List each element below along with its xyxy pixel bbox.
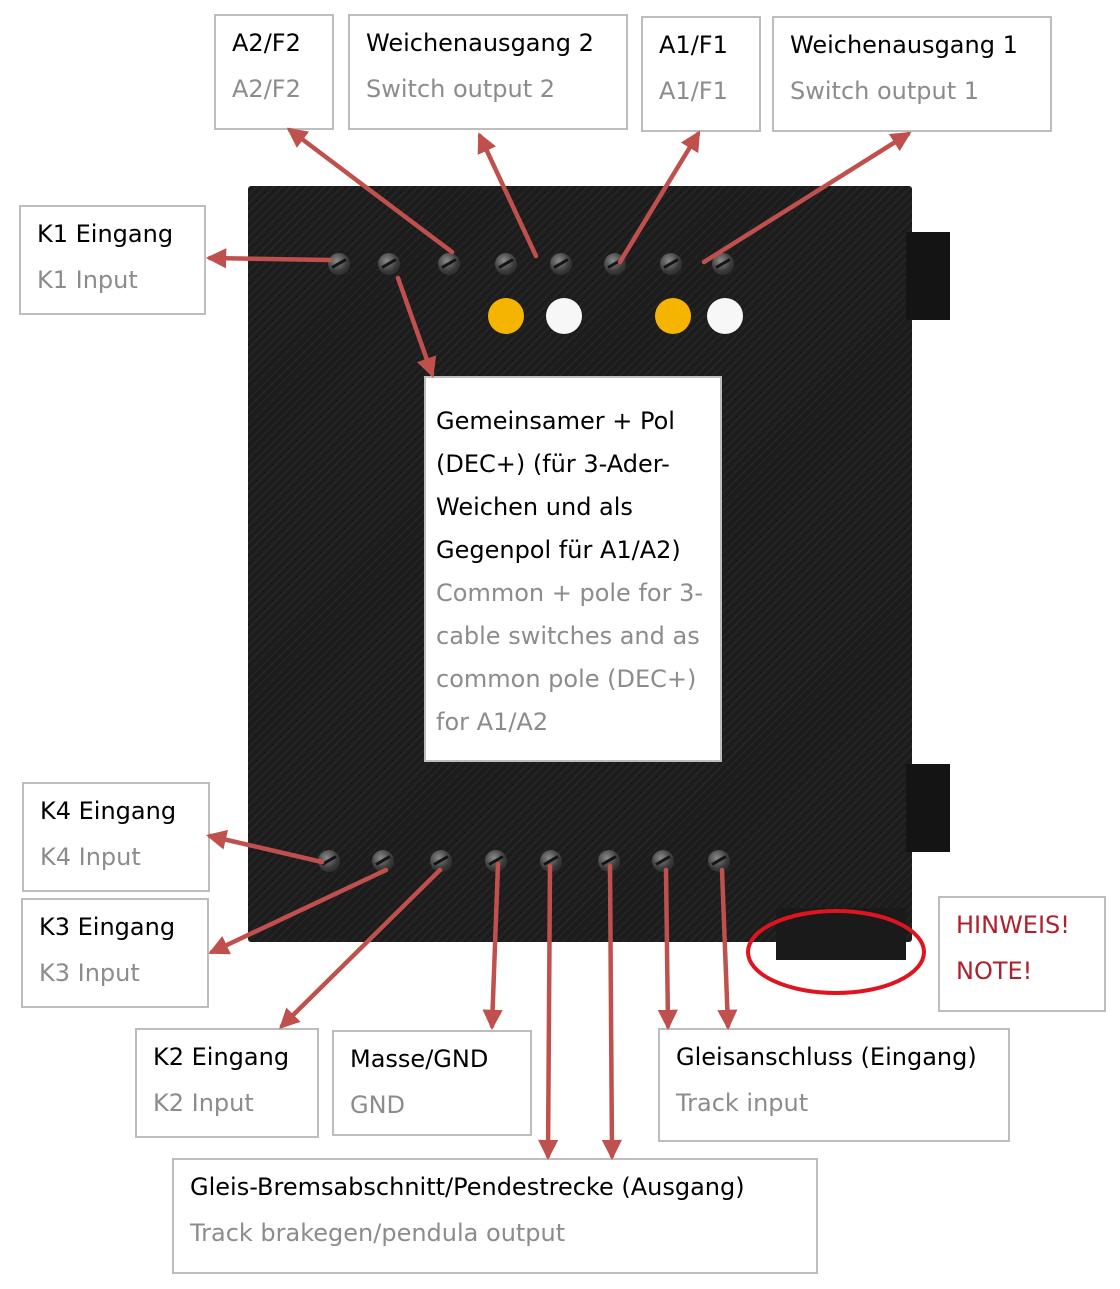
- label-gnd: Masse/GND GND: [332, 1030, 532, 1136]
- led-white: [707, 298, 743, 334]
- arrow-gnd: [482, 861, 503, 1031]
- arrow-k1: [205, 248, 333, 269]
- label-k4: K4 Eingang K4 Input: [22, 782, 210, 892]
- terminal-screw: [485, 850, 507, 872]
- label-k2: K2 Eingang K2 Input: [135, 1028, 319, 1138]
- arrow-track-in-2: [717, 867, 738, 1031]
- label-de: K3 Eingang: [39, 913, 176, 941]
- arrow-switch1: [701, 131, 912, 265]
- board-mount-tab-top: [906, 232, 950, 320]
- label-de: K4 Eingang: [40, 797, 177, 825]
- arrow-common: [395, 275, 437, 378]
- terminal-screw: [712, 253, 734, 275]
- label-de: Gleis-Bremsabschnitt/Pendestrecke (Ausga…: [190, 1173, 745, 1201]
- board-mount-tab-bottom: [906, 764, 950, 852]
- terminal-screw: [598, 850, 620, 872]
- label-en: Switch output 2: [366, 75, 556, 103]
- label-k3: K3 Eingang K3 Input: [21, 898, 209, 1008]
- label-en: Track brakegen/pendula output: [190, 1219, 566, 1247]
- label-common-pole: Gemeinsamer + Pol (DEC+) (für 3-Ader- We…: [424, 376, 722, 762]
- label-en: A2/F2: [232, 75, 301, 103]
- label-a2f2: A2/F2 A2/F2: [214, 14, 334, 130]
- arrow-a2f2: [286, 127, 455, 255]
- terminal-screw: [438, 253, 460, 275]
- led-yellow: [655, 298, 691, 334]
- label-de: A1/F1: [659, 31, 728, 59]
- arrow-a1f1: [617, 130, 701, 265]
- terminal-screw: [372, 850, 394, 872]
- label-en: K4 Input: [40, 843, 141, 871]
- label-en: K3 Input: [39, 959, 140, 987]
- label-note: HINWEIS! NOTE!: [938, 896, 1106, 1012]
- label-en: Switch output 1: [790, 77, 980, 105]
- label-de: K2 Eingang: [153, 1043, 290, 1071]
- terminal-screw: [550, 253, 572, 275]
- terminal-screw: [708, 850, 730, 872]
- arrow-switch2: [477, 132, 539, 259]
- label-en: Track input: [676, 1089, 809, 1117]
- arrow-track-out-2: [601, 863, 623, 1161]
- label-de: Gleisanschluss (Eingang): [676, 1043, 977, 1071]
- label-en: K1 Input: [37, 266, 138, 294]
- terminal-screw: [430, 850, 452, 872]
- terminal-screw: [318, 850, 340, 872]
- terminal-screw: [660, 253, 682, 275]
- label-de: Weichenausgang 2: [366, 29, 594, 57]
- led-white: [546, 298, 582, 334]
- label-track-output: Gleis-Bremsabschnitt/Pendestrecke (Ausga…: [172, 1158, 818, 1274]
- arrow-track-out-1: [537, 863, 559, 1161]
- label-de: Masse/GND: [350, 1045, 489, 1073]
- terminal-screw: [328, 253, 350, 275]
- label-switch-output-2: Weichenausgang 2 Switch output 2: [348, 14, 628, 130]
- terminal-screw: [652, 850, 674, 872]
- label-a1f1: A1/F1 A1/F1: [641, 16, 761, 132]
- note-highlight-circle: [746, 909, 926, 995]
- note-en: NOTE!: [956, 957, 1033, 985]
- terminal-screw: [540, 850, 562, 872]
- label-de: Weichenausgang 1: [790, 31, 1018, 59]
- arrow-k2: [279, 867, 443, 1029]
- label-en: GND: [350, 1091, 406, 1119]
- label-switch-output-1: Weichenausgang 1 Switch output 1: [772, 16, 1052, 132]
- label-en: A1/F1: [659, 77, 728, 105]
- note-de: HINWEIS!: [956, 911, 1070, 939]
- label-track-input: Gleisanschluss (Eingang) Track input: [658, 1028, 1010, 1142]
- terminal-screw: [495, 253, 517, 275]
- arrow-track-in-1: [657, 867, 678, 1031]
- arrow-k3: [208, 867, 389, 955]
- led-yellow: [488, 298, 524, 334]
- label-de: A2/F2: [232, 29, 301, 57]
- label-de: Gemeinsamer + Pol (DEC+) (für 3-Ader- We…: [436, 407, 681, 564]
- label-k1: K1 Eingang K1 Input: [19, 205, 206, 315]
- label-en: Common + pole for 3- cable switches and …: [436, 579, 703, 736]
- arrow-k4: [206, 829, 325, 865]
- label-en: K2 Input: [153, 1089, 254, 1117]
- terminal-screw: [378, 253, 400, 275]
- label-de: K1 Eingang: [37, 220, 174, 248]
